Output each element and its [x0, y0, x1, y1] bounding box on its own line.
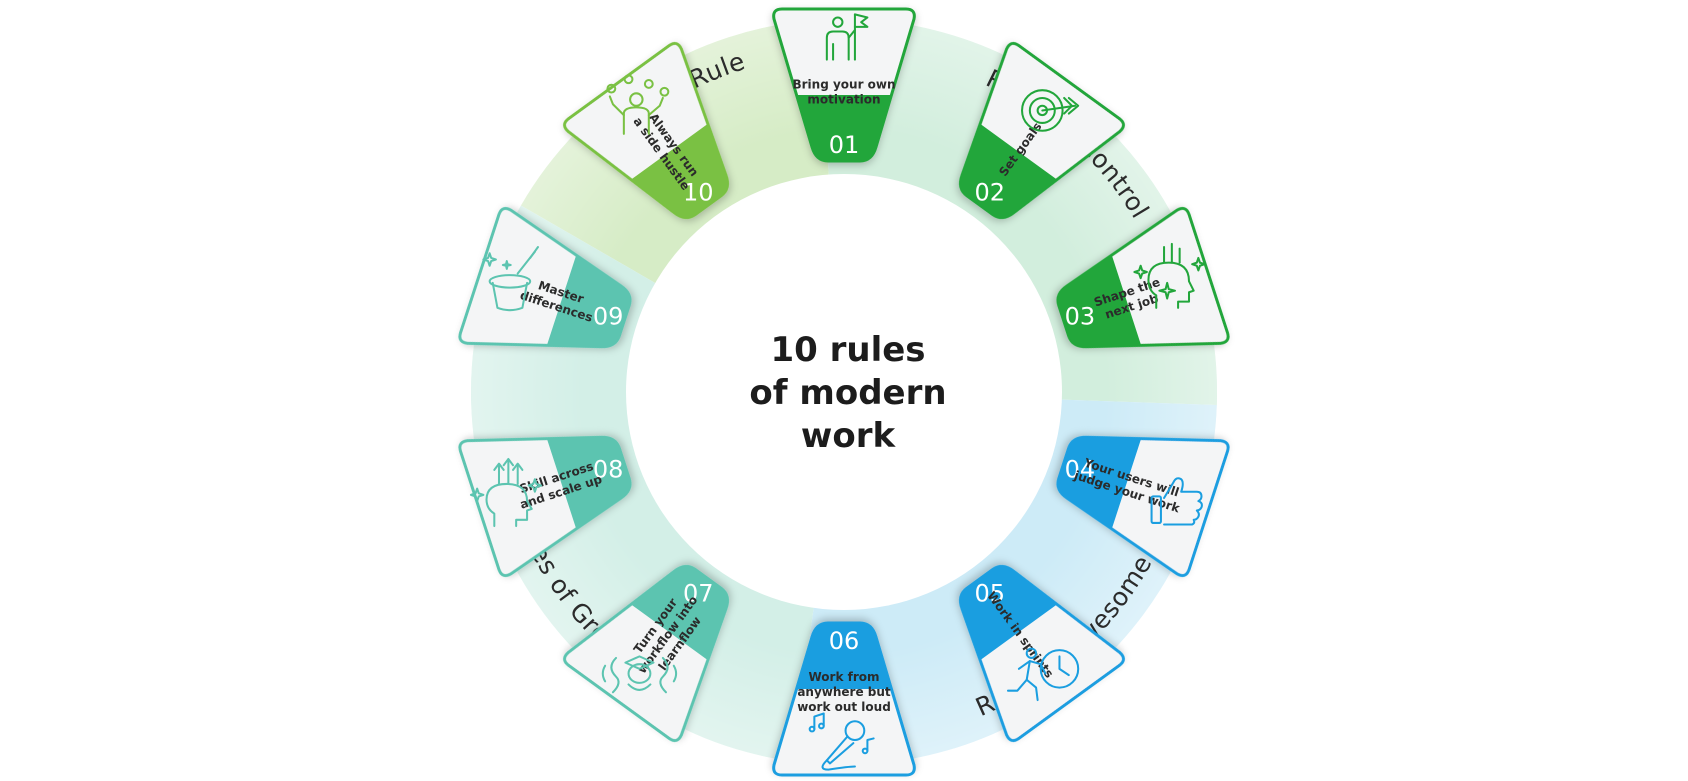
- number-band: [1057, 254, 1142, 347]
- rule-number-04: 04: [1065, 456, 1096, 484]
- number-band: [796, 623, 892, 689]
- number-band: [960, 566, 1058, 661]
- center-title: 10 rules of modern work: [749, 330, 946, 456]
- rule-card-01: [772, 7, 916, 163]
- number-band: [630, 123, 728, 218]
- head-arrows-icon: [469, 457, 543, 528]
- rule-number-03: 03: [1065, 302, 1096, 330]
- juggler-icon: [606, 74, 670, 135]
- ring-highlight: [471, 19, 1217, 765]
- rule-card-05: [958, 564, 1125, 743]
- number-band: [960, 123, 1058, 218]
- title-line-3: work: [801, 416, 897, 456]
- rule-number-10: 10: [683, 178, 714, 206]
- rule-text-line: Work from: [808, 670, 879, 684]
- number-band: [630, 566, 728, 661]
- rule-number-07: 07: [683, 580, 714, 608]
- rule-card-04: [1056, 435, 1230, 578]
- rule-card-03: [1056, 206, 1230, 349]
- rule-text-line: Bring your own: [792, 78, 895, 92]
- thumbs-up-icon: [1150, 477, 1203, 526]
- graduate-flow-icon: [601, 655, 678, 694]
- title-line-2: of modern: [749, 373, 946, 413]
- number-band: [796, 95, 892, 161]
- rule-number-06: 06: [829, 627, 860, 655]
- rule-text-line: motivation: [807, 93, 880, 107]
- running-clock-icon: [1006, 647, 1080, 702]
- number-band: [1057, 437, 1142, 530]
- rule-number-02: 02: [974, 178, 1005, 206]
- rule-card-06: [772, 621, 916, 777]
- rule-number-01: 01: [829, 131, 860, 159]
- person-flag-icon: [825, 13, 869, 61]
- rule-card-08: [458, 435, 632, 578]
- rule-text-line: work out loud: [797, 700, 891, 714]
- rule-card-07: [563, 564, 730, 743]
- rule-card-09: [458, 206, 632, 349]
- rule-number-05: 05: [974, 580, 1005, 608]
- rule-card-10: [563, 41, 730, 220]
- rule-number-09: 09: [593, 302, 624, 330]
- rule-number-08: 08: [593, 456, 624, 484]
- microphone-notes-icon: [808, 712, 875, 771]
- number-band: [546, 254, 631, 347]
- magic-hat-icon: [482, 246, 540, 312]
- target-arrow-icon: [1021, 89, 1080, 132]
- title-line-1: 10 rules: [770, 330, 925, 370]
- head-tools-icon: [1133, 242, 1206, 309]
- rule-text-line: anywhere but: [797, 685, 891, 699]
- number-band: [546, 437, 631, 530]
